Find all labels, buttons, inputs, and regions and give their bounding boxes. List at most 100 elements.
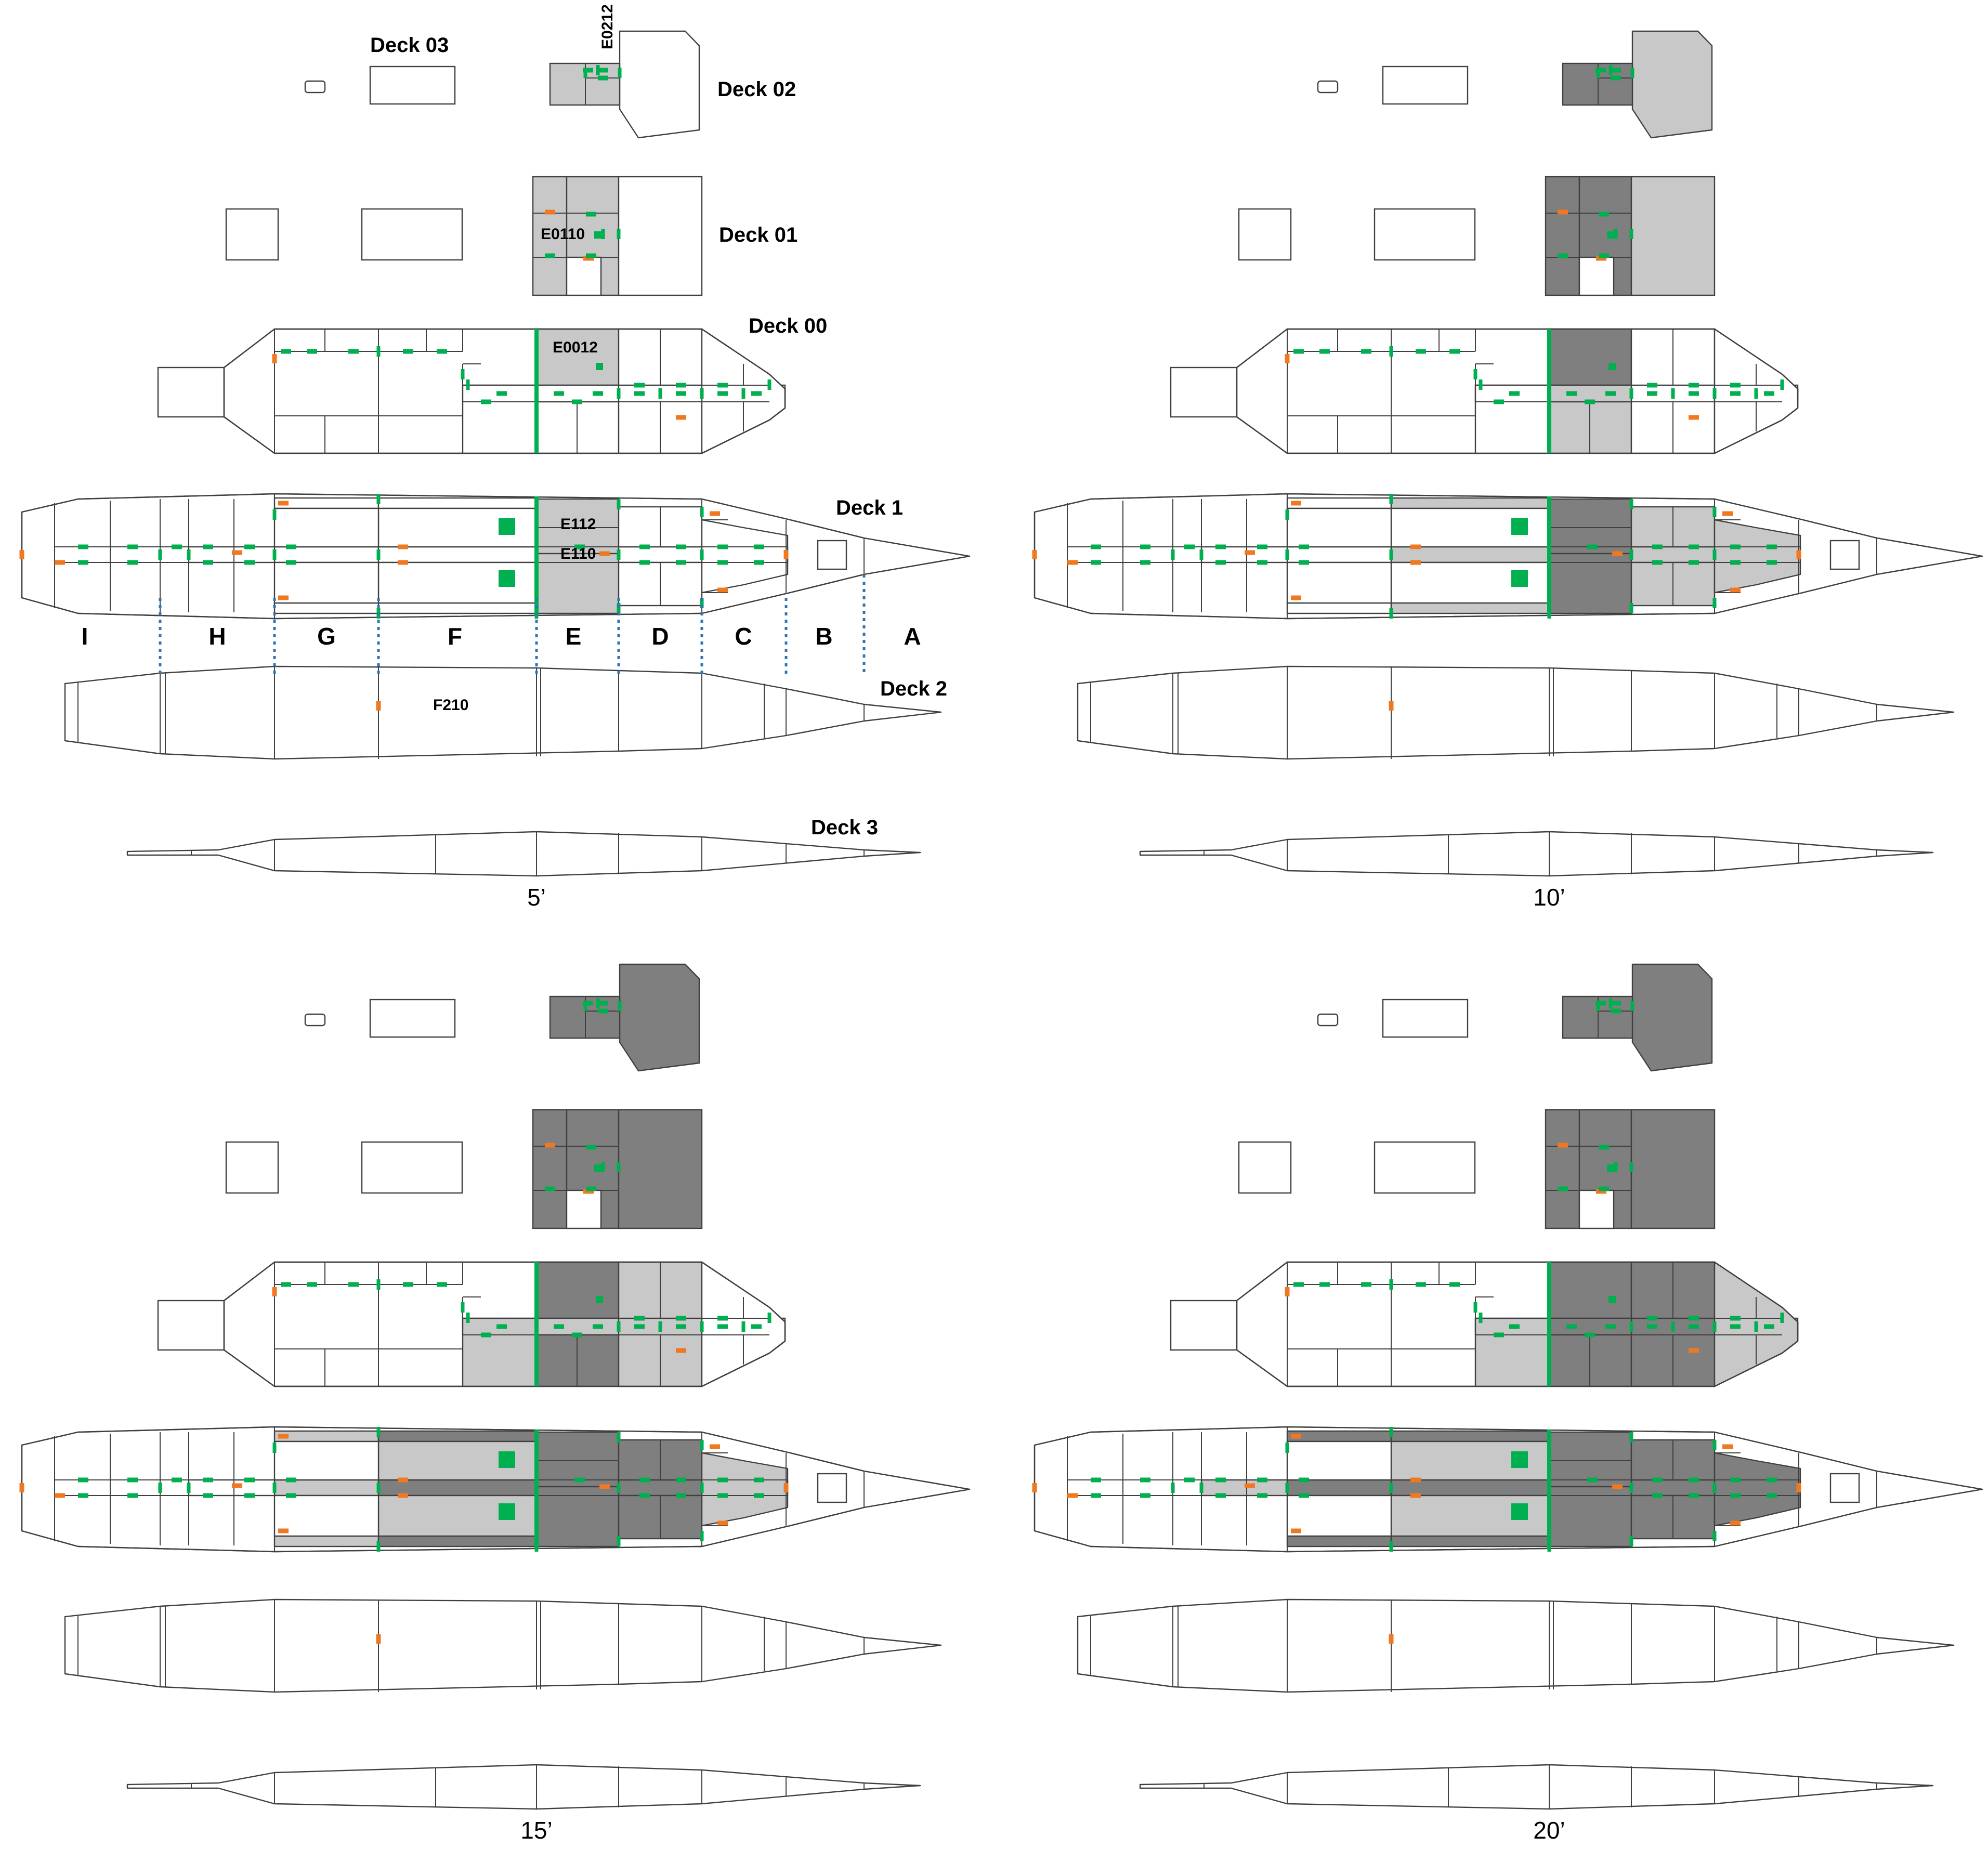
door-marker: [598, 1008, 608, 1014]
deck-00-room-e0012: [535, 1261, 620, 1319]
deck-1-forward-hatch: [817, 540, 847, 570]
door-marker: [617, 549, 621, 560]
time-label: 15’: [520, 1817, 552, 1844]
door-marker: [586, 1145, 596, 1150]
door-marker: [586, 212, 596, 217]
door-marker: [272, 509, 277, 520]
door-marker: [1473, 369, 1477, 379]
door-marker: [572, 399, 582, 404]
door-marker: [1652, 1477, 1663, 1483]
vent-marker: [1245, 550, 1255, 555]
vent-marker: [545, 209, 555, 215]
deck-00-stern-box: [157, 1300, 225, 1351]
vent-marker: [1730, 1520, 1741, 1526]
deck-1-center-corridor-f: [1390, 546, 1550, 563]
door-marker: [1689, 1477, 1699, 1483]
door-marker: [1595, 1001, 1606, 1006]
door-marker: [1257, 1477, 1267, 1483]
door-marker: [717, 560, 728, 565]
door-marker: [78, 1477, 88, 1483]
deck-1-zone-g-lower: [1286, 561, 1392, 604]
door-marker: [717, 391, 728, 396]
door-marker: [658, 388, 662, 399]
exhaust-fan-marker: [499, 1451, 515, 1468]
deck-3-plan: [1139, 831, 1934, 877]
door-marker: [1389, 494, 1393, 504]
deck-00-hull-stroke: [223, 1261, 786, 1387]
door-marker: [481, 399, 491, 404]
deck-00-zone-f-forward: [462, 384, 538, 454]
door-marker: [1629, 1432, 1633, 1443]
door-marker: [1257, 544, 1267, 549]
exhaust-fan-marker: [1511, 518, 1528, 535]
door-marker: [461, 369, 465, 379]
door-marker: [286, 1477, 296, 1483]
door-marker: [1140, 560, 1150, 565]
door-marker: [1389, 608, 1393, 619]
room-label-e0012: E0012: [553, 339, 598, 356]
door-marker: [1730, 544, 1741, 549]
door-marker: [1299, 1477, 1309, 1483]
door-marker: [717, 1493, 728, 1498]
deck-2-hull-outline: [64, 1598, 942, 1693]
door-marker: [676, 544, 686, 549]
deck-1-forward-hatch: [1829, 540, 1860, 570]
door-marker: [676, 1324, 686, 1329]
door-marker: [1449, 349, 1460, 354]
vent-marker: [1410, 544, 1421, 549]
door-marker: [583, 68, 593, 73]
door-marker: [583, 1001, 587, 1011]
door-marker: [376, 494, 381, 504]
door-marker: [1596, 68, 1600, 78]
door-marker: [593, 391, 603, 396]
door-marker: [187, 549, 191, 560]
vent-marker: [1291, 501, 1301, 506]
deck-1-side-corridor-g-lower: [1286, 602, 1392, 614]
deck-1-side-corridor-f-lower: [377, 602, 538, 614]
deck-03-label: Deck 03: [370, 34, 449, 57]
door-marker: [158, 1483, 162, 1493]
deck-01-unaffected-nook: [566, 1189, 602, 1229]
door-marker: [1767, 544, 1777, 549]
door-marker: [1479, 1313, 1483, 1323]
door-marker: [244, 544, 255, 549]
deck-01-left-strip: [1545, 1109, 1580, 1229]
door-marker: [1416, 1282, 1426, 1287]
door-marker: [1319, 349, 1330, 354]
deck-1-side-corridor-f-lower: [1390, 602, 1550, 614]
door-marker: [1140, 544, 1150, 549]
door-marker: [617, 1483, 621, 1493]
exhaust-fan-marker: [1511, 570, 1528, 587]
door-marker: [1293, 1282, 1304, 1287]
vent-marker: [710, 1444, 720, 1449]
door-marker: [634, 391, 645, 396]
door-marker: [676, 1316, 686, 1321]
door-marker: [1184, 1477, 1195, 1483]
door-marker: [203, 1477, 213, 1483]
door-marker: [272, 1443, 277, 1453]
door-marker: [1319, 1282, 1330, 1287]
deck-03-small-hatch: [1317, 1013, 1339, 1027]
deck-1-hull-stroke: [1034, 1426, 1983, 1553]
deck-00-hull-stroke: [223, 328, 786, 454]
door-marker: [1199, 1483, 1204, 1493]
door-marker: [1091, 1493, 1101, 1498]
vent-marker: [676, 1348, 686, 1353]
door-marker: [601, 1162, 605, 1172]
door-marker: [676, 1493, 686, 1498]
door-marker: [496, 1324, 507, 1329]
deck-1-side-corridor-g-lower: [273, 1535, 380, 1548]
door-marker: [1754, 1321, 1758, 1332]
vent-marker: [717, 1520, 728, 1526]
deck-00-plan: [1170, 328, 1799, 454]
door-marker: [376, 1279, 381, 1290]
door-marker: [676, 383, 686, 388]
door-marker: [700, 507, 704, 517]
exhaust-fan-marker: [499, 570, 515, 587]
door-marker: [1449, 1282, 1460, 1287]
door-marker: [1611, 1008, 1621, 1014]
deck-01-mid-room: [361, 1141, 463, 1194]
door-marker: [700, 1531, 704, 1541]
door-marker: [1473, 1302, 1477, 1313]
door-marker: [1299, 560, 1309, 565]
